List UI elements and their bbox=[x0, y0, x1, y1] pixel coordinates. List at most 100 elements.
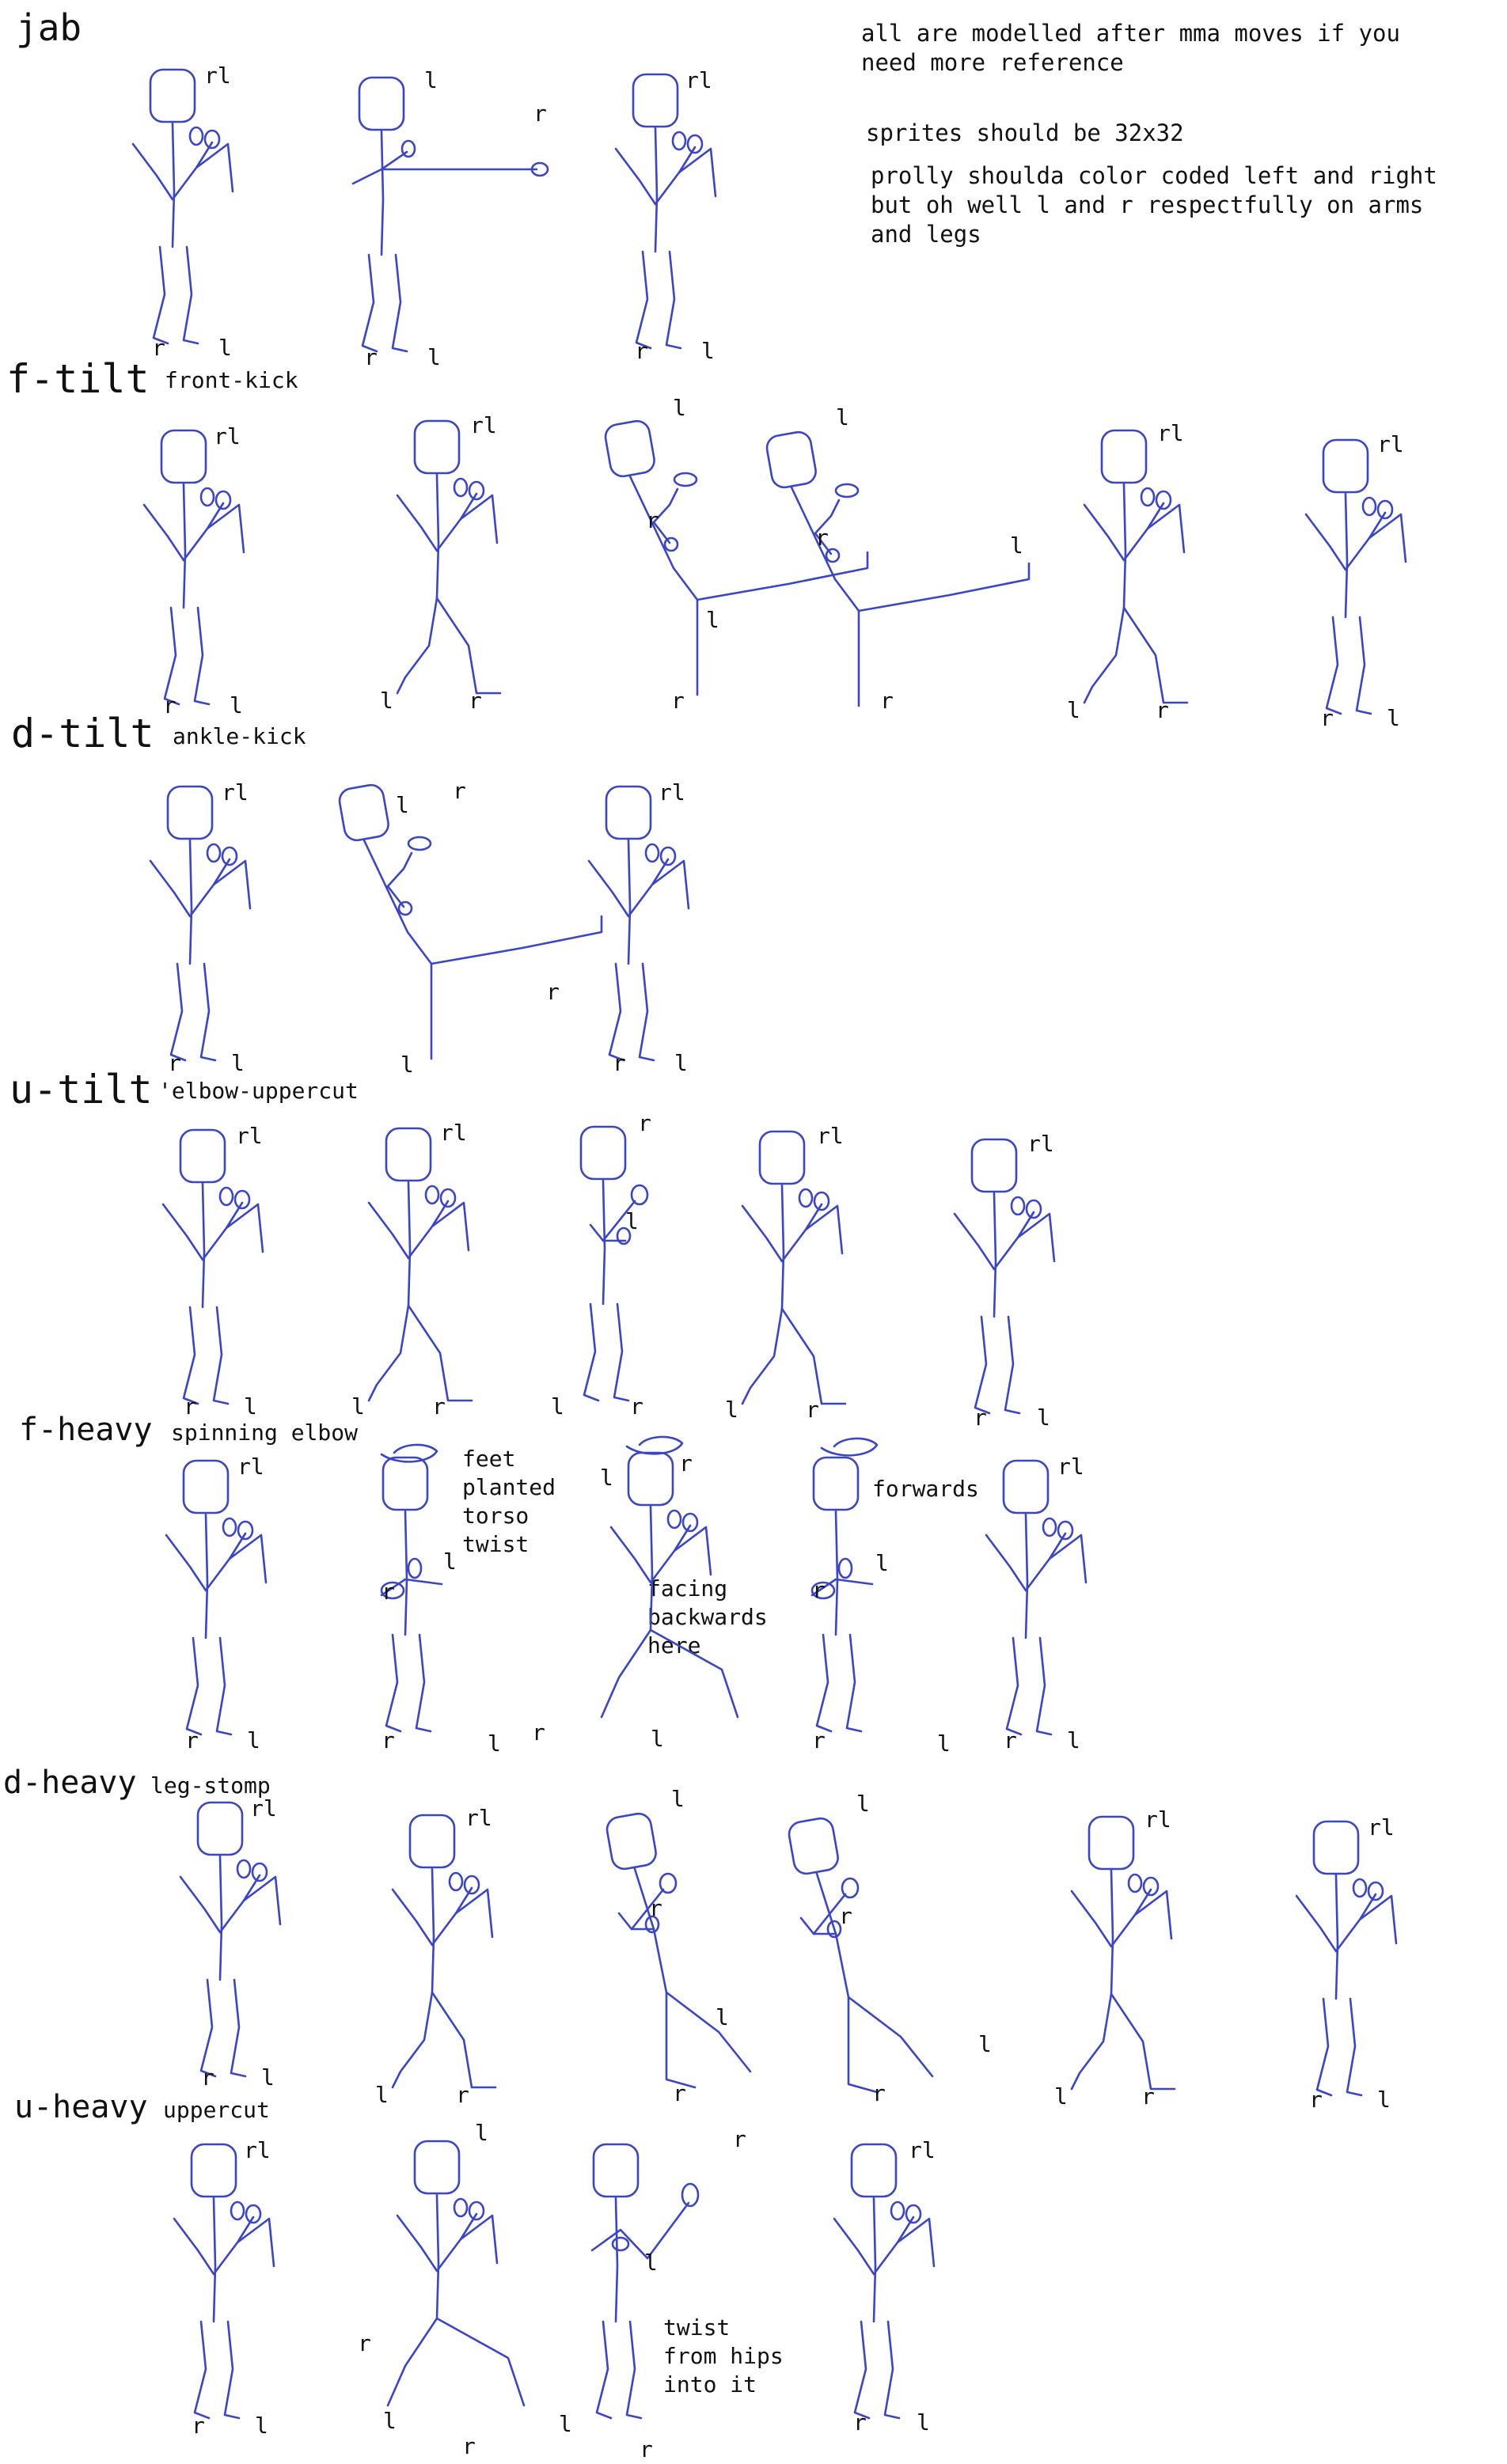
limb-label-r: r bbox=[358, 2330, 371, 2356]
stick-figure-leg bbox=[853, 2320, 871, 2420]
stick-figure-arm bbox=[386, 851, 413, 888]
limb-label-r: r bbox=[192, 2413, 205, 2439]
limb-label-l: l bbox=[383, 2408, 397, 2434]
limb-label-l: l bbox=[244, 1393, 257, 1420]
stick-figure-arm bbox=[206, 503, 245, 554]
stick-figure-fist bbox=[1361, 496, 1377, 517]
stick-figure-fist bbox=[1376, 499, 1394, 520]
stick-figure-arm bbox=[804, 1204, 844, 1255]
stick-figure-arm bbox=[651, 859, 690, 910]
stick-figure-arm bbox=[179, 1874, 261, 1934]
limb-label-l: l bbox=[1067, 697, 1080, 723]
section-title-dheavy: d-heavy bbox=[3, 1765, 137, 1801]
stick-figure-fist bbox=[1352, 1878, 1368, 1898]
limb-label-r: r bbox=[1141, 2083, 1155, 2110]
section-subtitle-fheavy: spinning elbow bbox=[171, 1420, 359, 1446]
stick-figure-fist bbox=[448, 1871, 464, 1892]
stick-figure-arm bbox=[1358, 1894, 1398, 1945]
limb-label-r: r bbox=[1156, 697, 1169, 723]
stick-figure-leg bbox=[595, 2320, 613, 2420]
limb-label-l: l bbox=[937, 1730, 951, 1757]
motion-swirl bbox=[380, 1443, 438, 1463]
stick-figure-head bbox=[196, 1801, 244, 1856]
limb-label-l: l bbox=[231, 1050, 245, 1076]
stick-figure-arm bbox=[195, 142, 234, 193]
stick-figure-torso bbox=[431, 1867, 435, 1994]
stick-figure-arm bbox=[1304, 511, 1387, 571]
section-title-jab: jab bbox=[16, 6, 82, 49]
limb-label-r: r bbox=[469, 688, 482, 714]
stick-figure-torso bbox=[407, 1181, 412, 1307]
stick-figure-head bbox=[788, 1817, 839, 1875]
stick-figure-leg bbox=[169, 962, 187, 1062]
stick-figure-fist bbox=[659, 846, 677, 866]
stick-figure-fist bbox=[233, 1189, 251, 1210]
stick-figure-fist bbox=[463, 1875, 480, 1895]
annotation-feet-planted: feet planted torso twist bbox=[462, 1446, 556, 1557]
limb-label-r: r bbox=[880, 688, 894, 714]
stick-figure-leg bbox=[1083, 606, 1126, 704]
stick-figure-fist bbox=[890, 2201, 905, 2221]
stick-figure-fist bbox=[221, 846, 238, 866]
limb-label-rl: rl bbox=[1144, 1806, 1171, 1833]
stick-figure-leg bbox=[230, 1978, 247, 2078]
stick-figure-leg bbox=[185, 1636, 203, 1736]
stick-figure-arm bbox=[587, 858, 670, 918]
stick-figure-fist bbox=[616, 1226, 632, 1245]
stick-figure-torso bbox=[435, 473, 440, 600]
stick-figure-fist bbox=[1042, 1517, 1057, 1537]
stick-figure-arm bbox=[1016, 1212, 1056, 1263]
stick-figure-head bbox=[413, 2140, 461, 2195]
section-subtitle-dtilt: ankle-kick bbox=[173, 723, 306, 749]
limb-label-l: l bbox=[488, 1730, 501, 1757]
stick-figure-fist bbox=[841, 1877, 860, 1899]
limb-label-rl: rl bbox=[817, 1123, 844, 1149]
limb-label-r: r bbox=[364, 344, 378, 370]
section-subtitle-ftilt: front-kick bbox=[165, 367, 298, 393]
limb-label-rl: rl bbox=[214, 423, 241, 449]
stick-figure-leg bbox=[1004, 1315, 1021, 1415]
annotation-facing-backwards: facing backwards here bbox=[647, 1575, 768, 1658]
stick-figure-torso bbox=[204, 1513, 209, 1640]
stick-figure-arm bbox=[673, 1526, 712, 1576]
stick-figure-fist bbox=[1140, 487, 1156, 507]
stick-figure-arm bbox=[1133, 1890, 1173, 1940]
stick-figure-leg bbox=[223, 2320, 241, 2420]
limb-label-l: l bbox=[856, 1791, 870, 1817]
stick-figure-torso bbox=[188, 839, 193, 965]
stick-figure-leg bbox=[1035, 1636, 1053, 1736]
stick-figure-leg bbox=[152, 245, 169, 345]
limb-label-r: r bbox=[201, 2064, 214, 2091]
limb-label-l: l bbox=[400, 1052, 414, 1078]
limb-label-l: l bbox=[625, 1208, 639, 1234]
limb-label-r: r bbox=[673, 2080, 686, 2106]
limb-label-rl: rl bbox=[909, 2137, 936, 2163]
stick-figure-head bbox=[592, 2143, 640, 2198]
limb-label-l: l bbox=[674, 1050, 688, 1076]
stick-figure-fist bbox=[673, 472, 698, 487]
stick-figure-torso bbox=[993, 1192, 997, 1318]
stick-figure-fist bbox=[218, 1186, 234, 1207]
limb-label-r: r bbox=[613, 1050, 626, 1076]
limb-label-l: l bbox=[247, 1727, 260, 1753]
stick-figure-leg bbox=[163, 606, 180, 706]
stick-figure-fist bbox=[397, 900, 413, 916]
stick-figure-torso bbox=[627, 839, 632, 965]
stick-figure-arm bbox=[678, 147, 717, 198]
stick-figure-head bbox=[1100, 429, 1148, 484]
stick-figure-leg bbox=[199, 962, 217, 1062]
limb-label-l: l bbox=[651, 1726, 664, 1752]
stick-figure-fist bbox=[199, 487, 215, 507]
stick-figure-leg bbox=[1355, 616, 1372, 715]
stick-figure-leg bbox=[1315, 1997, 1333, 2097]
stick-figure-arm bbox=[652, 487, 679, 524]
stick-figure-fist bbox=[245, 2204, 262, 2224]
section-title-uheavy: u-heavy bbox=[14, 2089, 148, 2125]
limb-label-r: r bbox=[640, 2436, 653, 2462]
limb-label-r: r bbox=[679, 1450, 693, 1477]
stick-figure-leg bbox=[649, 1628, 739, 1719]
limb-label-r: r bbox=[453, 778, 466, 804]
limb-label-l: l bbox=[1037, 1404, 1050, 1431]
stick-figure-fist bbox=[237, 1520, 254, 1541]
